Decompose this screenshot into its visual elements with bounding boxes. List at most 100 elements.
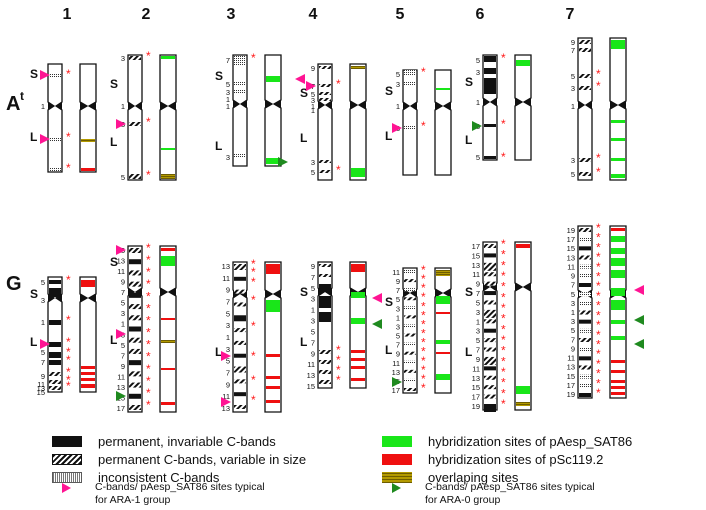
band	[319, 92, 331, 95]
band-number: 3	[121, 54, 125, 63]
band	[129, 348, 141, 354]
band-number: 7	[476, 289, 480, 298]
band-number: 5	[311, 168, 315, 177]
variable-site-marker: *	[596, 357, 601, 371]
band-number: 3	[476, 308, 480, 317]
band-number: 3	[226, 153, 230, 162]
c-banded-chromosome	[232, 54, 248, 167]
variable-site-marker: *	[146, 115, 151, 129]
band	[611, 370, 625, 373]
variable-site-marker: *	[66, 373, 71, 387]
pink-arrow-icon	[116, 329, 126, 339]
band-number: 3	[226, 321, 230, 330]
green-arrow-icon	[372, 319, 382, 329]
band	[319, 370, 331, 374]
variable-site-marker: *	[421, 281, 426, 295]
band	[161, 318, 175, 320]
band-number: 11	[567, 262, 575, 271]
arm-label-long: L	[110, 135, 117, 149]
band-number: 5	[41, 348, 45, 357]
band	[351, 66, 365, 69]
arm-label-short: S	[30, 67, 38, 81]
fish-chromosome	[609, 37, 627, 181]
centromere	[350, 101, 366, 109]
band-number: 3	[571, 317, 575, 326]
band-number: 13	[222, 262, 230, 271]
variable-site-marker: *	[421, 299, 426, 313]
band-number: 11	[392, 268, 400, 277]
variable-site-marker: *	[501, 344, 506, 358]
band-number: 3	[476, 68, 480, 77]
band	[579, 328, 591, 333]
green-arrow-icon	[278, 157, 288, 167]
band	[319, 66, 331, 69]
column-number: 7	[566, 6, 575, 23]
band-number: 9	[226, 380, 230, 389]
arm-label-long: L	[465, 345, 472, 359]
column-number: 5	[396, 6, 405, 23]
band-number: 5	[571, 72, 575, 81]
band	[351, 350, 365, 353]
arm-label-short: S	[110, 77, 118, 91]
pink-arrow-icon	[221, 397, 231, 407]
variable-site-marker: *	[336, 343, 341, 357]
centromere	[318, 101, 332, 109]
variable-site-marker: *	[421, 317, 426, 331]
green-arrow-icon	[472, 121, 482, 131]
band-number: 5	[571, 290, 575, 299]
band-number: 1	[311, 102, 315, 111]
pink-arrow-icon	[116, 245, 126, 255]
band	[579, 393, 591, 397]
variable-site-marker: *	[501, 333, 506, 347]
variable-site-marker: *	[146, 168, 151, 182]
variable-site-marker: *	[501, 258, 506, 272]
centromere	[578, 101, 592, 109]
band	[579, 273, 591, 278]
band-number: 3	[226, 88, 230, 97]
variable-site-marker: *	[421, 290, 426, 304]
band	[351, 168, 365, 177]
band	[611, 360, 625, 363]
band-number: 7	[41, 358, 45, 367]
band	[266, 386, 280, 389]
band	[579, 356, 591, 361]
variable-site-marker: *	[501, 51, 506, 65]
band-number: 5	[396, 295, 400, 304]
band	[129, 382, 141, 388]
band	[484, 300, 496, 305]
band	[404, 342, 416, 346]
column-number: 4	[309, 6, 318, 23]
variable-site-marker: *	[501, 248, 506, 262]
band-number: 5	[476, 298, 480, 307]
centromere	[515, 283, 531, 291]
band-number: 7	[226, 369, 230, 378]
band	[81, 372, 95, 375]
variable-site-marker: *	[146, 253, 151, 267]
band	[266, 400, 280, 403]
variable-site-marker: *	[146, 398, 151, 412]
band-number: 3	[311, 317, 315, 326]
band	[234, 302, 246, 307]
band-number: 3	[121, 309, 125, 318]
band	[129, 56, 141, 60]
band	[404, 279, 416, 283]
band	[484, 156, 496, 159]
band	[516, 244, 530, 248]
variable-site-marker: *	[596, 67, 601, 81]
pink-arrow-icon	[634, 285, 644, 295]
band	[234, 405, 246, 409]
band-number: 3	[396, 322, 400, 331]
band	[49, 168, 61, 171]
band	[436, 312, 450, 314]
band	[351, 264, 365, 272]
band	[484, 375, 496, 380]
band	[49, 288, 61, 297]
variable-site-marker: *	[596, 386, 601, 400]
band-number: 5	[226, 357, 230, 366]
variable-site-marker: *	[336, 353, 341, 367]
variable-site-marker: *	[146, 265, 151, 279]
band-number: 13	[567, 363, 575, 372]
genome-label-g: G	[6, 273, 22, 295]
band-number: 15	[472, 383, 480, 392]
band	[611, 138, 625, 141]
